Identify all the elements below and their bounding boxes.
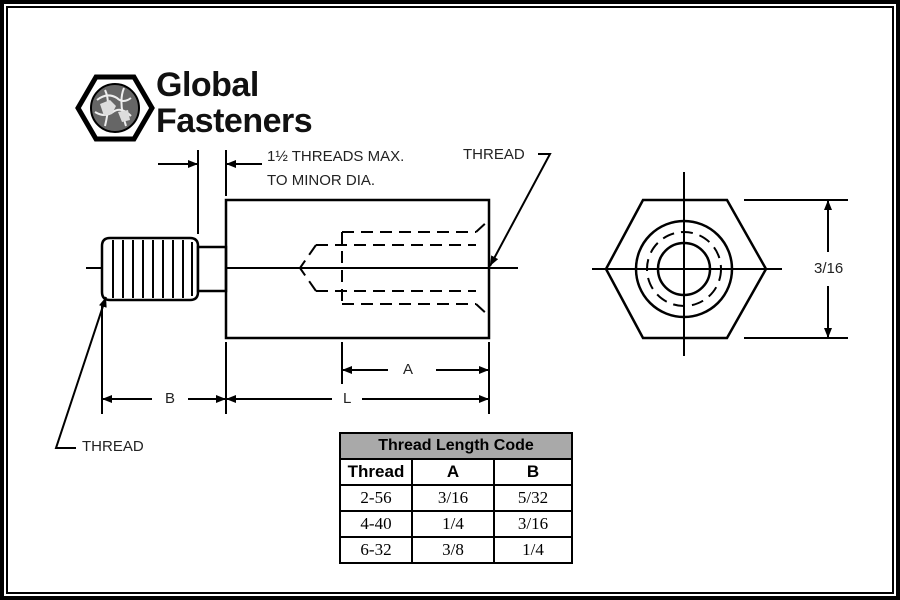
end-view-hex (592, 172, 782, 356)
logo-line-2: Fasteners (156, 102, 313, 140)
table-cell: 5/32 (493, 484, 573, 512)
male-thread-stud (100, 236, 228, 302)
table-cell: 1/4 (411, 510, 495, 538)
table-cell: 2-56 (339, 484, 413, 512)
label-minor-dia: TO MINOR DIA. (267, 172, 376, 189)
table-cell: 1/4 (493, 536, 573, 564)
label-dim-l: L (343, 390, 352, 407)
logo-wordmark: Global Fasteners (156, 66, 313, 140)
thread-leader-top (489, 153, 552, 267)
table-cell: 6-32 (339, 536, 413, 564)
hex-globe-icon (75, 74, 155, 142)
table-header-b: B (493, 458, 573, 486)
logo-line-1: Global (156, 66, 259, 104)
table-header-thread: Thread (339, 458, 413, 486)
table-cell: 3/8 (411, 536, 495, 564)
table-row: 2-56 3/16 5/32 (339, 484, 573, 512)
table-row: 4-40 1/4 3/16 (339, 510, 573, 538)
table-row: 6-32 3/8 1/4 (339, 536, 573, 564)
table-cell: 3/16 (493, 510, 573, 538)
table-title: Thread Length Code (339, 432, 573, 460)
thread-leader-bottom (54, 296, 107, 449)
label-thread-bottom: THREAD (82, 438, 144, 455)
label-dim-a: A (403, 361, 414, 378)
hidden-female-thread (299, 219, 490, 317)
table-header-a: A (411, 458, 495, 486)
label-dim-b: B (165, 390, 176, 407)
thread-length-table: Thread Length Code Thread A B 2-56 3/16 … (339, 432, 573, 564)
table-cell: 3/16 (411, 484, 495, 512)
inner-frame (6, 6, 894, 594)
label-dim-hex: 3/16 (814, 260, 844, 277)
standoff-body (224, 198, 491, 340)
table-cell: 4-40 (339, 510, 413, 538)
label-thread-top: THREAD (463, 146, 525, 163)
label-threads-max: 1½ THREADS MAX. (267, 148, 405, 165)
